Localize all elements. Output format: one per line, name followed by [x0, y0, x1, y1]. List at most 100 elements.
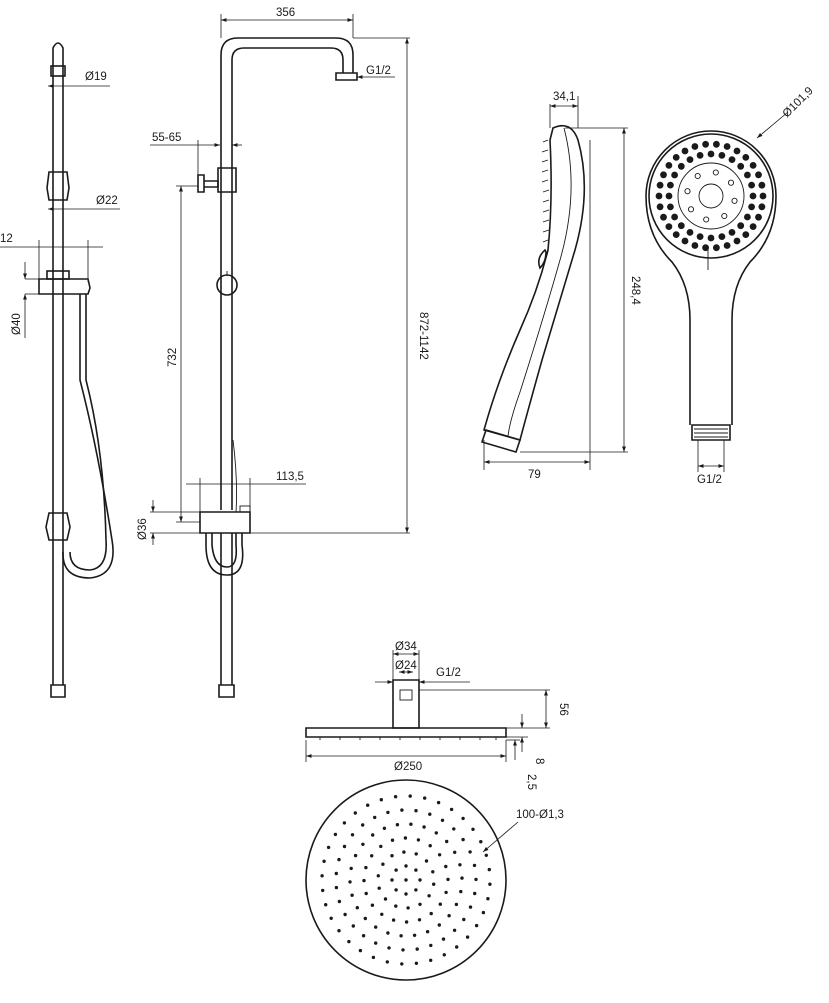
head-nozzle — [370, 854, 374, 858]
hand-nozzle — [723, 242, 731, 249]
head-nozzle — [474, 923, 479, 928]
side-view: Ø19 Ø22 12 Ø40 — [0, 42, 120, 698]
head-nozzle — [390, 878, 394, 882]
head-nozzle — [428, 844, 432, 848]
label-d34: Ø34 — [395, 641, 417, 653]
head-nozzle — [416, 838, 421, 842]
label-12: 12 — [0, 233, 13, 245]
hand-nozzle — [733, 237, 741, 245]
head-nozzle — [427, 894, 431, 898]
hand-nozzle — [748, 181, 755, 189]
head-nozzle — [479, 840, 483, 844]
head-nozzle — [415, 947, 419, 951]
hand-nozzle — [665, 192, 673, 200]
head-nozzle — [377, 886, 381, 890]
head-nozzle — [473, 891, 477, 896]
head-nozzle — [350, 893, 354, 897]
head-nozzle — [454, 902, 459, 907]
head-nozzle — [447, 914, 451, 918]
head-nozzle — [343, 912, 347, 917]
head-nozzle — [337, 857, 341, 862]
side-hose — [62, 294, 114, 579]
head-nozzle — [462, 917, 466, 922]
hand-nozzle — [759, 192, 767, 200]
head-nozzle — [446, 877, 450, 882]
head-nozzle — [412, 933, 417, 937]
label-holes: 100-Ø1,3 — [516, 809, 564, 821]
head-nozzle — [383, 897, 388, 901]
head-nozzle — [400, 808, 404, 812]
hand-nozzle — [665, 162, 673, 169]
head-nozzle — [432, 882, 436, 886]
head-connector — [392, 679, 420, 729]
front-wall-bracket — [197, 174, 219, 193]
head-nozzle — [460, 876, 464, 880]
head-nozzle — [425, 930, 430, 934]
label-d250: Ø250 — [394, 761, 422, 773]
head-nozzle — [363, 916, 367, 921]
head-nozzle — [444, 890, 448, 895]
head-nozzle — [386, 810, 390, 815]
hand-nozzle — [718, 152, 726, 159]
head-nozzle — [320, 874, 324, 878]
head-nozzle — [342, 821, 347, 825]
front-mixer — [199, 511, 251, 534]
hand-inner-nozzle — [687, 206, 695, 213]
head-nozzle — [406, 906, 410, 910]
head-nozzle — [381, 862, 385, 866]
hand-front-inner-ring — [677, 162, 745, 230]
hand-nozzle — [671, 171, 678, 179]
head-nozzle — [414, 809, 418, 813]
label-d101-9: Ø101,9 — [781, 85, 816, 120]
label-8: 8 — [533, 758, 545, 764]
head-nozzle — [484, 853, 488, 857]
head-nozzle — [414, 888, 418, 892]
head-nozzle — [417, 918, 422, 922]
side-upper-bracket — [46, 171, 70, 201]
head-nozzle — [353, 853, 358, 858]
head-nozzle — [442, 953, 446, 957]
head-nozzle — [414, 852, 418, 856]
label-113-5: 113,5 — [276, 471, 304, 483]
head-nozzle — [337, 929, 341, 933]
label-356: 356 — [276, 7, 295, 19]
head-nozzle — [436, 800, 441, 805]
head-nozzle — [387, 946, 391, 950]
hand-nozzle — [667, 203, 674, 211]
label-head-g12: G1/2 — [436, 667, 461, 679]
hand-inner-nozzle — [731, 197, 738, 204]
head-nozzle — [401, 948, 405, 952]
hand-nozzle — [686, 229, 694, 236]
head-nozzle — [404, 864, 408, 868]
hand-inner-nozzle — [703, 216, 710, 223]
label-248-4: 248,4 — [629, 276, 641, 305]
head-nozzle — [394, 904, 398, 908]
front-arm-inner — [231, 47, 344, 186]
hand-nozzle — [755, 171, 762, 179]
hand-inner-nozzle — [727, 179, 735, 186]
head-nozzle — [461, 816, 465, 821]
hand-nozzle — [655, 192, 663, 200]
head-nozzle — [440, 818, 445, 822]
hand-nozzle — [656, 203, 664, 211]
label-34-1: 34,1 — [553, 91, 575, 103]
head-nozzle — [348, 880, 352, 884]
hand-inner-nozzle — [694, 172, 701, 180]
head-nozzle — [428, 812, 432, 816]
hand-side-nozzles — [541, 139, 550, 243]
hand-nozzle — [749, 192, 757, 200]
label-872-1142: 872-1142 — [417, 312, 429, 360]
head-nozzle — [326, 845, 331, 850]
dim-line-d101-9 — [756, 111, 789, 139]
head-nozzle — [408, 794, 412, 798]
label-56: 56 — [557, 703, 569, 716]
hand-nozzle — [713, 140, 720, 148]
dim-line-holes — [482, 821, 519, 853]
head-nozzle — [468, 850, 472, 854]
side-top-clamp — [50, 65, 66, 77]
hand-nozzle — [728, 156, 736, 164]
label-d40: Ø40 — [11, 313, 23, 335]
hand-front-nozzles — [655, 140, 767, 252]
head-nozzle — [337, 899, 342, 904]
hand-front-thread — [691, 424, 731, 441]
